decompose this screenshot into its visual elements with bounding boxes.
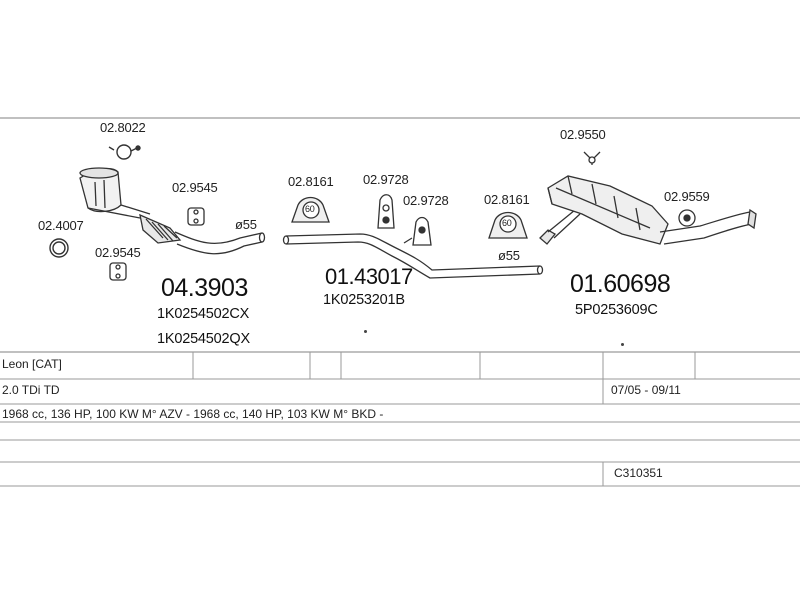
assembly-oem-middle-1: 1K0253201B [323, 292, 405, 308]
bracket-02-9545-b-icon [109, 262, 127, 281]
part-label-hanger-b: 02.9728 [403, 193, 449, 208]
part-label-clamp-top: 02.8022 [100, 120, 146, 135]
assembly-oem-rear-1: 5P0253609C [575, 302, 658, 318]
assembly-oem-front-2: 1K0254502QX [157, 331, 250, 347]
part-label-rubber-rear: 02.9559 [664, 189, 710, 204]
part-label-mount-front: 02.8161 [288, 174, 334, 189]
part-label-clamp-rear: 02.9550 [560, 127, 606, 142]
mount-badge-front: 60 [305, 204, 315, 214]
mount-02-8161-rear-icon [488, 211, 528, 239]
part-label-bracket-b: 02.9545 [95, 245, 141, 260]
info-specs: 1968 cc, 136 HP, 100 KW M° AZV - 1968 cc… [2, 407, 384, 421]
hanger-02-9728-a-icon [377, 194, 395, 229]
hanger-02-9728-b-icon [403, 216, 432, 246]
rear-muffler-assembly [539, 175, 757, 245]
ring-02-4007-icon [49, 238, 69, 258]
assembly-number-middle: 01.43017 [325, 264, 413, 289]
part-label-ring: 02.4007 [38, 218, 84, 233]
middle-pipe-assembly [282, 233, 544, 279]
front-pipe-assembly [79, 167, 266, 255]
marker-dot-rear [621, 343, 624, 346]
bracket-02-9545-a-icon [187, 207, 205, 226]
mount-02-8161-front-icon [291, 196, 330, 223]
info-period: 07/05 - 09/11 [611, 383, 681, 397]
info-code: C310351 [614, 466, 663, 480]
diameter-label-front: ø55 [235, 217, 257, 232]
part-label-mount-rear: 02.8161 [484, 192, 530, 207]
assembly-oem-front-1: 1K0254502CX [157, 306, 250, 322]
part-label-bracket-a: 02.9545 [172, 180, 218, 195]
assembly-number-front: 04.3903 [161, 274, 248, 302]
info-model: Leon [CAT] [2, 357, 62, 371]
info-engine: 2.0 TDi TD [2, 383, 60, 397]
diameter-label-rear: ø55 [498, 248, 520, 263]
clamp-02-9550-icon [583, 151, 601, 165]
assembly-number-rear: 01.60698 [570, 270, 671, 298]
marker-dot-middle [364, 330, 367, 333]
clamp-02-8022-icon [108, 144, 141, 160]
rubber-02-9559-icon [678, 209, 696, 227]
part-label-hanger-a: 02.9728 [363, 172, 409, 187]
mount-badge-rear: 60 [502, 218, 512, 228]
